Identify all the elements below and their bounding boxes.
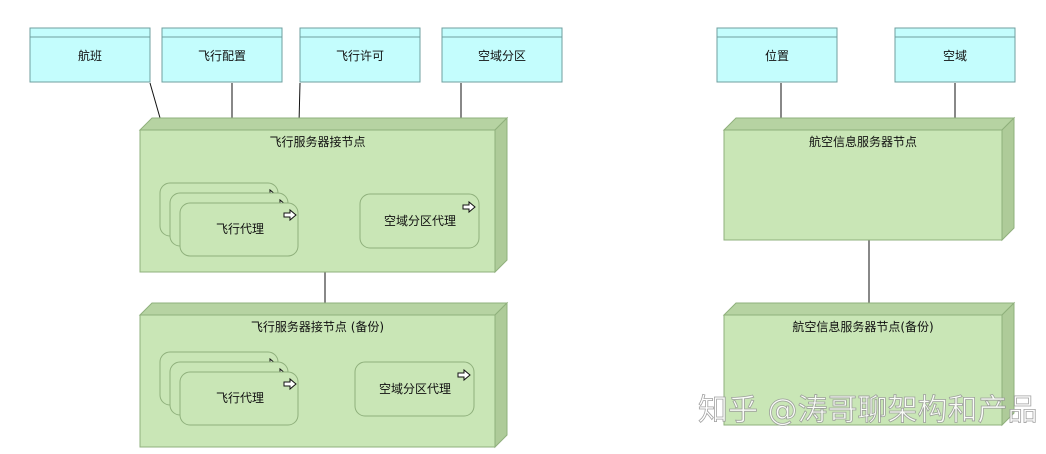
entity-position[interactable]: 位置 <box>716 27 838 83</box>
flight-agent-stack[interactable]: 飞行代理 <box>159 182 299 257</box>
node-side-face <box>494 116 508 274</box>
airspace-agent[interactable]: 空域分区代理 <box>359 193 480 249</box>
flight-agent-label: 飞行代理 <box>216 391 264 405</box>
flight-agent-instance <box>179 202 299 257</box>
node-title: 飞行服务器接节点 (备份) <box>251 319 384 334</box>
node-title: 飞行服务器接节点 <box>269 134 365 149</box>
node-side-face <box>1001 116 1015 242</box>
entity-label: 空域 <box>943 49 967 63</box>
entity-flight[interactable]: 航班 <box>29 27 151 83</box>
flight-agent-label: 飞行代理 <box>216 222 264 236</box>
node-top-face <box>722 302 1016 316</box>
airspace-agent-label: 空域分区代理 <box>384 214 456 228</box>
entity-label: 空域分区 <box>478 49 526 63</box>
agent-arrow-icon <box>283 208 297 222</box>
airspace-agent-label: 空域分区代理 <box>379 382 451 396</box>
node-side-face <box>494 301 508 449</box>
entity-airspace[interactable]: 空域 <box>894 27 1016 83</box>
node-flight-server-backup[interactable]: 飞行服务器接节点 (备份) 飞行代理 空域分区代理 <box>138 301 509 449</box>
node-top-face <box>722 117 1016 131</box>
node-top-face <box>138 117 509 131</box>
node-aero-info-server-backup[interactable]: 航空信息服务器节点(备份) <box>722 301 1016 427</box>
node-top-face <box>138 302 509 316</box>
airspace-agent-box <box>359 193 480 249</box>
entity-flight-permit[interactable]: 飞行许可 <box>299 27 421 83</box>
watermark-text: 知乎 @涛哥聊架构和产品 <box>698 393 1038 428</box>
agent-arrow-icon <box>457 368 471 382</box>
node-title: 航空信息服务器节点 <box>809 134 917 149</box>
entity-label: 航班 <box>78 48 102 63</box>
agent-arrow-icon <box>462 200 476 214</box>
node-front-face <box>723 314 1003 426</box>
node-front-face <box>723 129 1003 241</box>
entity-label: 飞行许可 <box>336 49 384 63</box>
node-title: 航空信息服务器节点(备份) <box>792 319 933 334</box>
airspace-agent-box <box>354 361 475 417</box>
entity-label: 位置 <box>765 48 789 63</box>
entity-airspace-partition[interactable]: 空域分区 <box>441 27 563 83</box>
flight-agent-stack[interactable]: 飞行代理 <box>159 351 299 426</box>
entity-label: 飞行配置 <box>198 49 246 63</box>
entity-flight-config[interactable]: 飞行配置 <box>161 27 283 83</box>
airspace-agent[interactable]: 空域分区代理 <box>354 361 475 417</box>
flight-agent-instance <box>179 371 299 426</box>
agent-arrow-icon <box>283 377 297 391</box>
node-aero-info-server[interactable]: 航空信息服务器节点 <box>722 116 1016 242</box>
